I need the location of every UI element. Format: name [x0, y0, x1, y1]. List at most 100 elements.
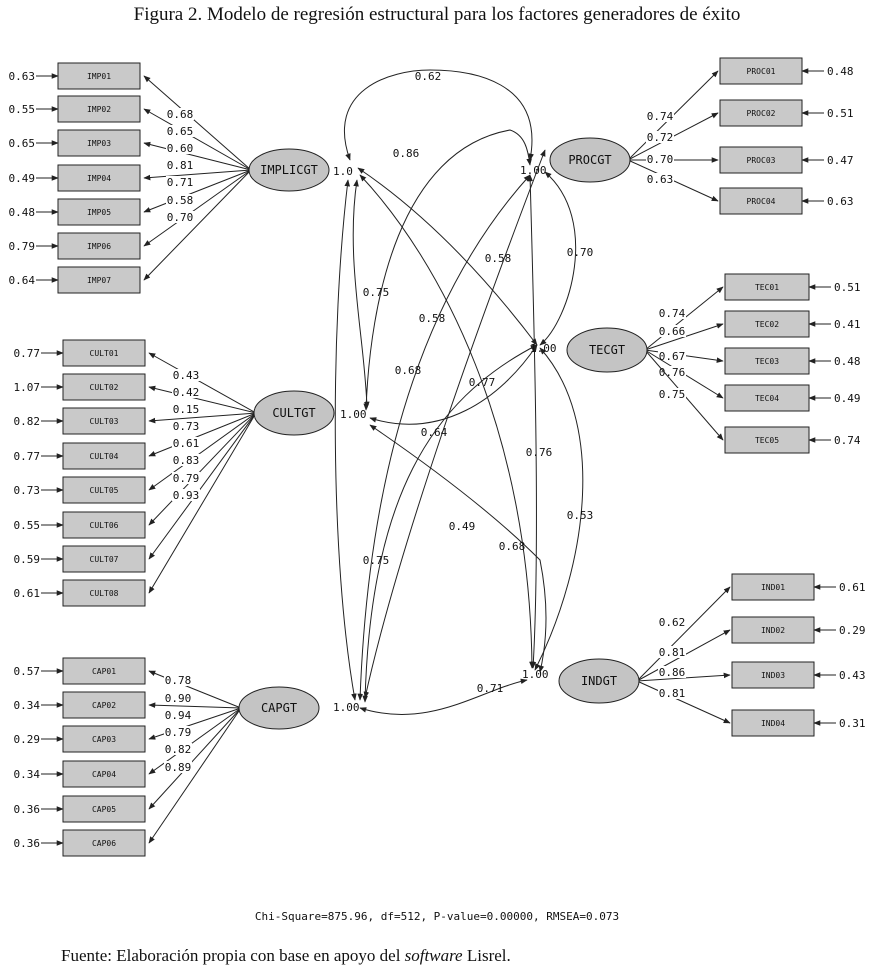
loading-value-bg — [658, 388, 686, 400]
loading-value-bg — [172, 454, 200, 466]
indicator-box — [62, 407, 146, 435]
loading-arrow — [148, 412, 257, 457]
error-variance: 0.73 — [14, 484, 41, 497]
indicator-label: CULT05 — [90, 486, 119, 495]
error-variance: 0.63 — [9, 70, 36, 83]
indicator-box — [62, 657, 146, 685]
loading-value: 0.62 — [659, 616, 686, 629]
covariance-value: 0.62 — [415, 70, 442, 83]
error-variance: 0.64 — [9, 274, 36, 287]
indicator-label: IMP06 — [87, 242, 111, 251]
loading-arrow — [143, 169, 252, 281]
indicator-label: CAP01 — [92, 667, 116, 676]
indicator-label: IND02 — [761, 626, 785, 635]
loading-value: 0.42 — [173, 386, 200, 399]
error-variance: 0.63 — [827, 195, 854, 208]
indicator-label: CULT06 — [90, 521, 119, 530]
indicator-label: IMP03 — [87, 139, 111, 148]
error-variance: 0.43 — [839, 669, 866, 682]
loading-value: 0.83 — [173, 454, 200, 467]
loading-arrow — [148, 670, 242, 709]
loading-value-bg — [166, 211, 194, 223]
indicator-label: CULT08 — [90, 589, 119, 598]
error-variance: 0.41 — [834, 318, 861, 331]
latent-variance: 1.00 — [530, 342, 557, 355]
indicator-label: IMP07 — [87, 276, 111, 285]
loading-value-bg — [164, 692, 192, 704]
loading-arrow — [143, 141, 252, 171]
indicator-label: PROC03 — [747, 156, 776, 165]
error-variance: 0.55 — [9, 103, 36, 116]
latent-capgt — [238, 686, 320, 730]
latent-cultgt — [253, 390, 335, 436]
loading-value-bg — [164, 674, 192, 686]
loading-arrow — [148, 702, 242, 709]
loading-value-bg — [658, 687, 686, 699]
loading-value-bg — [166, 159, 194, 171]
indicator-box — [731, 709, 815, 737]
error-variance: 0.36 — [14, 803, 41, 816]
loading-arrow — [148, 707, 242, 775]
indicator-box — [57, 62, 141, 90]
error-variance: 0.57 — [14, 665, 41, 678]
latent-implicgt — [248, 148, 330, 192]
loading-value: 0.78 — [165, 674, 192, 687]
error-variance: 0.47 — [827, 154, 854, 167]
latent-tecgt — [566, 327, 648, 373]
indicator-box — [62, 442, 146, 470]
loading-value-bg — [172, 369, 200, 381]
error-variance: 0.82 — [14, 415, 41, 428]
covariance-value: 0.75 — [363, 554, 390, 567]
error-variance: 0.61 — [839, 581, 866, 594]
indicator-label: PROC02 — [747, 109, 776, 118]
indicator-label: IMP01 — [87, 72, 111, 81]
loading-value: 0.73 — [173, 420, 200, 433]
error-variance: 0.48 — [827, 65, 854, 78]
figure-title: Figura 2. Modelo de regresión estructura… — [133, 4, 741, 25]
latent-procgt — [549, 137, 631, 183]
indicator-box — [62, 760, 146, 788]
error-variance: 0.48 — [834, 355, 861, 368]
indicator-box — [719, 57, 803, 85]
loading-value-bg — [172, 386, 200, 398]
error-variance: 1.07 — [14, 381, 41, 394]
loading-value-bg — [646, 131, 674, 143]
error-variance: 0.61 — [14, 587, 41, 600]
error-variance: 0.34 — [14, 699, 41, 712]
indicator-box — [57, 266, 141, 294]
loading-value-bg — [658, 646, 686, 658]
loading-value: 0.58 — [167, 194, 194, 207]
loading-value-bg — [172, 472, 200, 484]
indicator-label: PROC04 — [747, 197, 776, 206]
latent-label: CAPGT — [261, 701, 297, 715]
covariance-value: 0.58 — [419, 312, 446, 325]
loading-value-bg — [172, 403, 200, 415]
indicator-label: TEC02 — [755, 320, 779, 329]
indicator-box — [62, 476, 146, 504]
error-variance: 0.77 — [14, 450, 41, 463]
loading-value: 0.74 — [659, 307, 686, 320]
loading-value: 0.82 — [165, 743, 192, 756]
covariance-value: 0.53 — [567, 509, 594, 522]
indicator-box — [724, 347, 810, 375]
loading-value: 0.43 — [173, 369, 200, 382]
latent-variance: 1.00 — [340, 408, 367, 421]
indicator-box — [62, 725, 146, 753]
loading-value-bg — [172, 420, 200, 432]
loading-value: 0.60 — [167, 142, 194, 155]
loading-value: 0.63 — [647, 173, 674, 186]
indicator-label: CULT04 — [90, 452, 119, 461]
loading-value: 0.70 — [167, 211, 194, 224]
loading-value: 0.61 — [173, 437, 200, 450]
indicator-box — [724, 426, 810, 454]
loading-arrow — [148, 412, 257, 424]
latent-label: CULTGT — [272, 406, 315, 420]
indicator-box — [731, 661, 815, 689]
latent-variance: 1.00 — [520, 164, 547, 177]
error-variance: 0.55 — [14, 519, 41, 532]
indicator-box — [62, 829, 146, 857]
source-suffix: Lisrel. — [462, 946, 511, 965]
indicator-box — [62, 511, 146, 539]
latent-indgt — [558, 658, 640, 704]
indicator-box — [62, 545, 146, 573]
